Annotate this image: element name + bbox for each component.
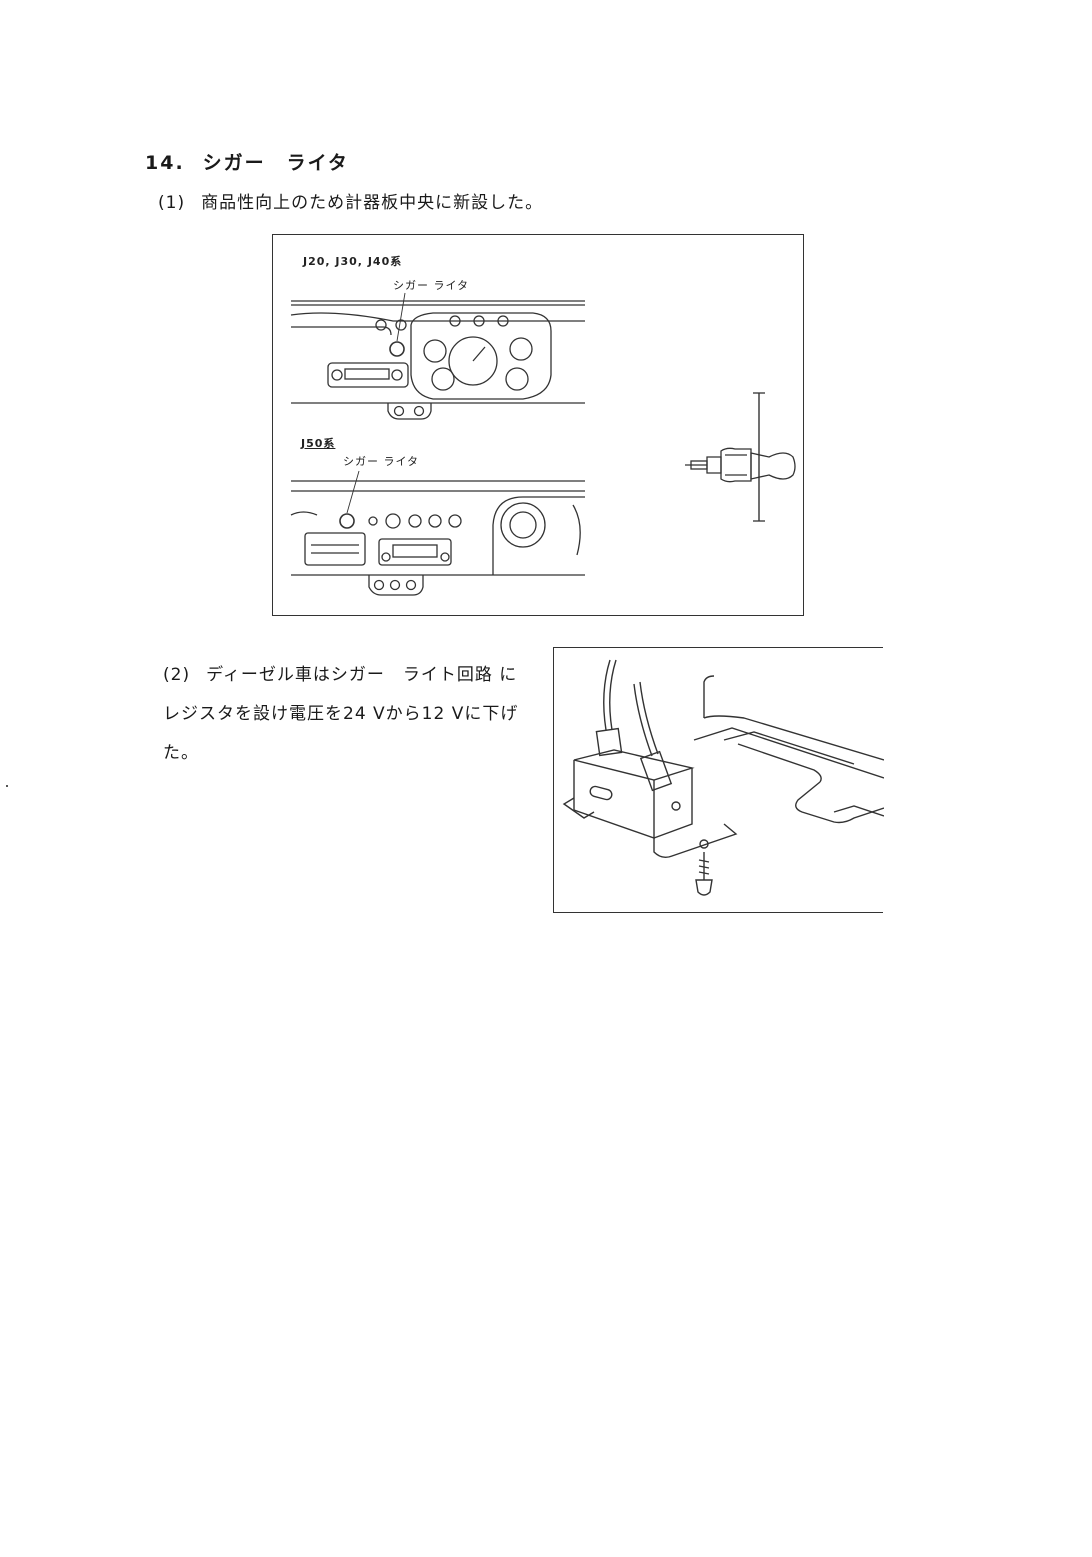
item-2-text: ディーゼル車はシガー ライト回路 にレジスタを設け電圧を24 Vから12 Vに下… <box>163 665 519 763</box>
lower-cigar-lighter-socket <box>339 513 355 529</box>
cigar-lighter-icon <box>685 392 796 522</box>
lower-callout-label: シガー ライタ <box>343 455 420 468</box>
item-1-number: (1) <box>158 193 186 213</box>
upper-model-label: J20, J30, J40系 <box>303 255 403 268</box>
upper-callout-label: シガー ライタ <box>393 279 470 292</box>
resistor-figure <box>553 647 884 913</box>
item-2-number: (2) <box>163 665 191 685</box>
scan-speck <box>6 785 8 787</box>
item-1-text: 商品性向上のため計器板中央に新設した。 <box>201 193 544 213</box>
lower-model-label: J50系 <box>301 437 336 450</box>
lower-dash-panel <box>290 470 585 596</box>
item-2: (2)ディーゼル車はシガー ライト回路 にレジスタを設け電圧を24 Vから12 … <box>163 656 523 773</box>
item-1: (1) 商品性向上のため計器板中央に新設した。 <box>158 188 543 213</box>
section-heading: 14. シガー ライタ <box>145 148 349 175</box>
resistor-icon <box>562 659 884 896</box>
instrument-panel-drawing <box>290 292 796 596</box>
instrument-panel-figure: J20, J30, J40系 シガー ライタ J50系 シガー ライタ <box>272 234 804 616</box>
upper-dash-panel <box>290 292 585 420</box>
upper-cigar-lighter-socket <box>389 341 405 357</box>
section-title: シガー ライタ <box>202 152 349 174</box>
section-number: 14. <box>145 152 185 174</box>
